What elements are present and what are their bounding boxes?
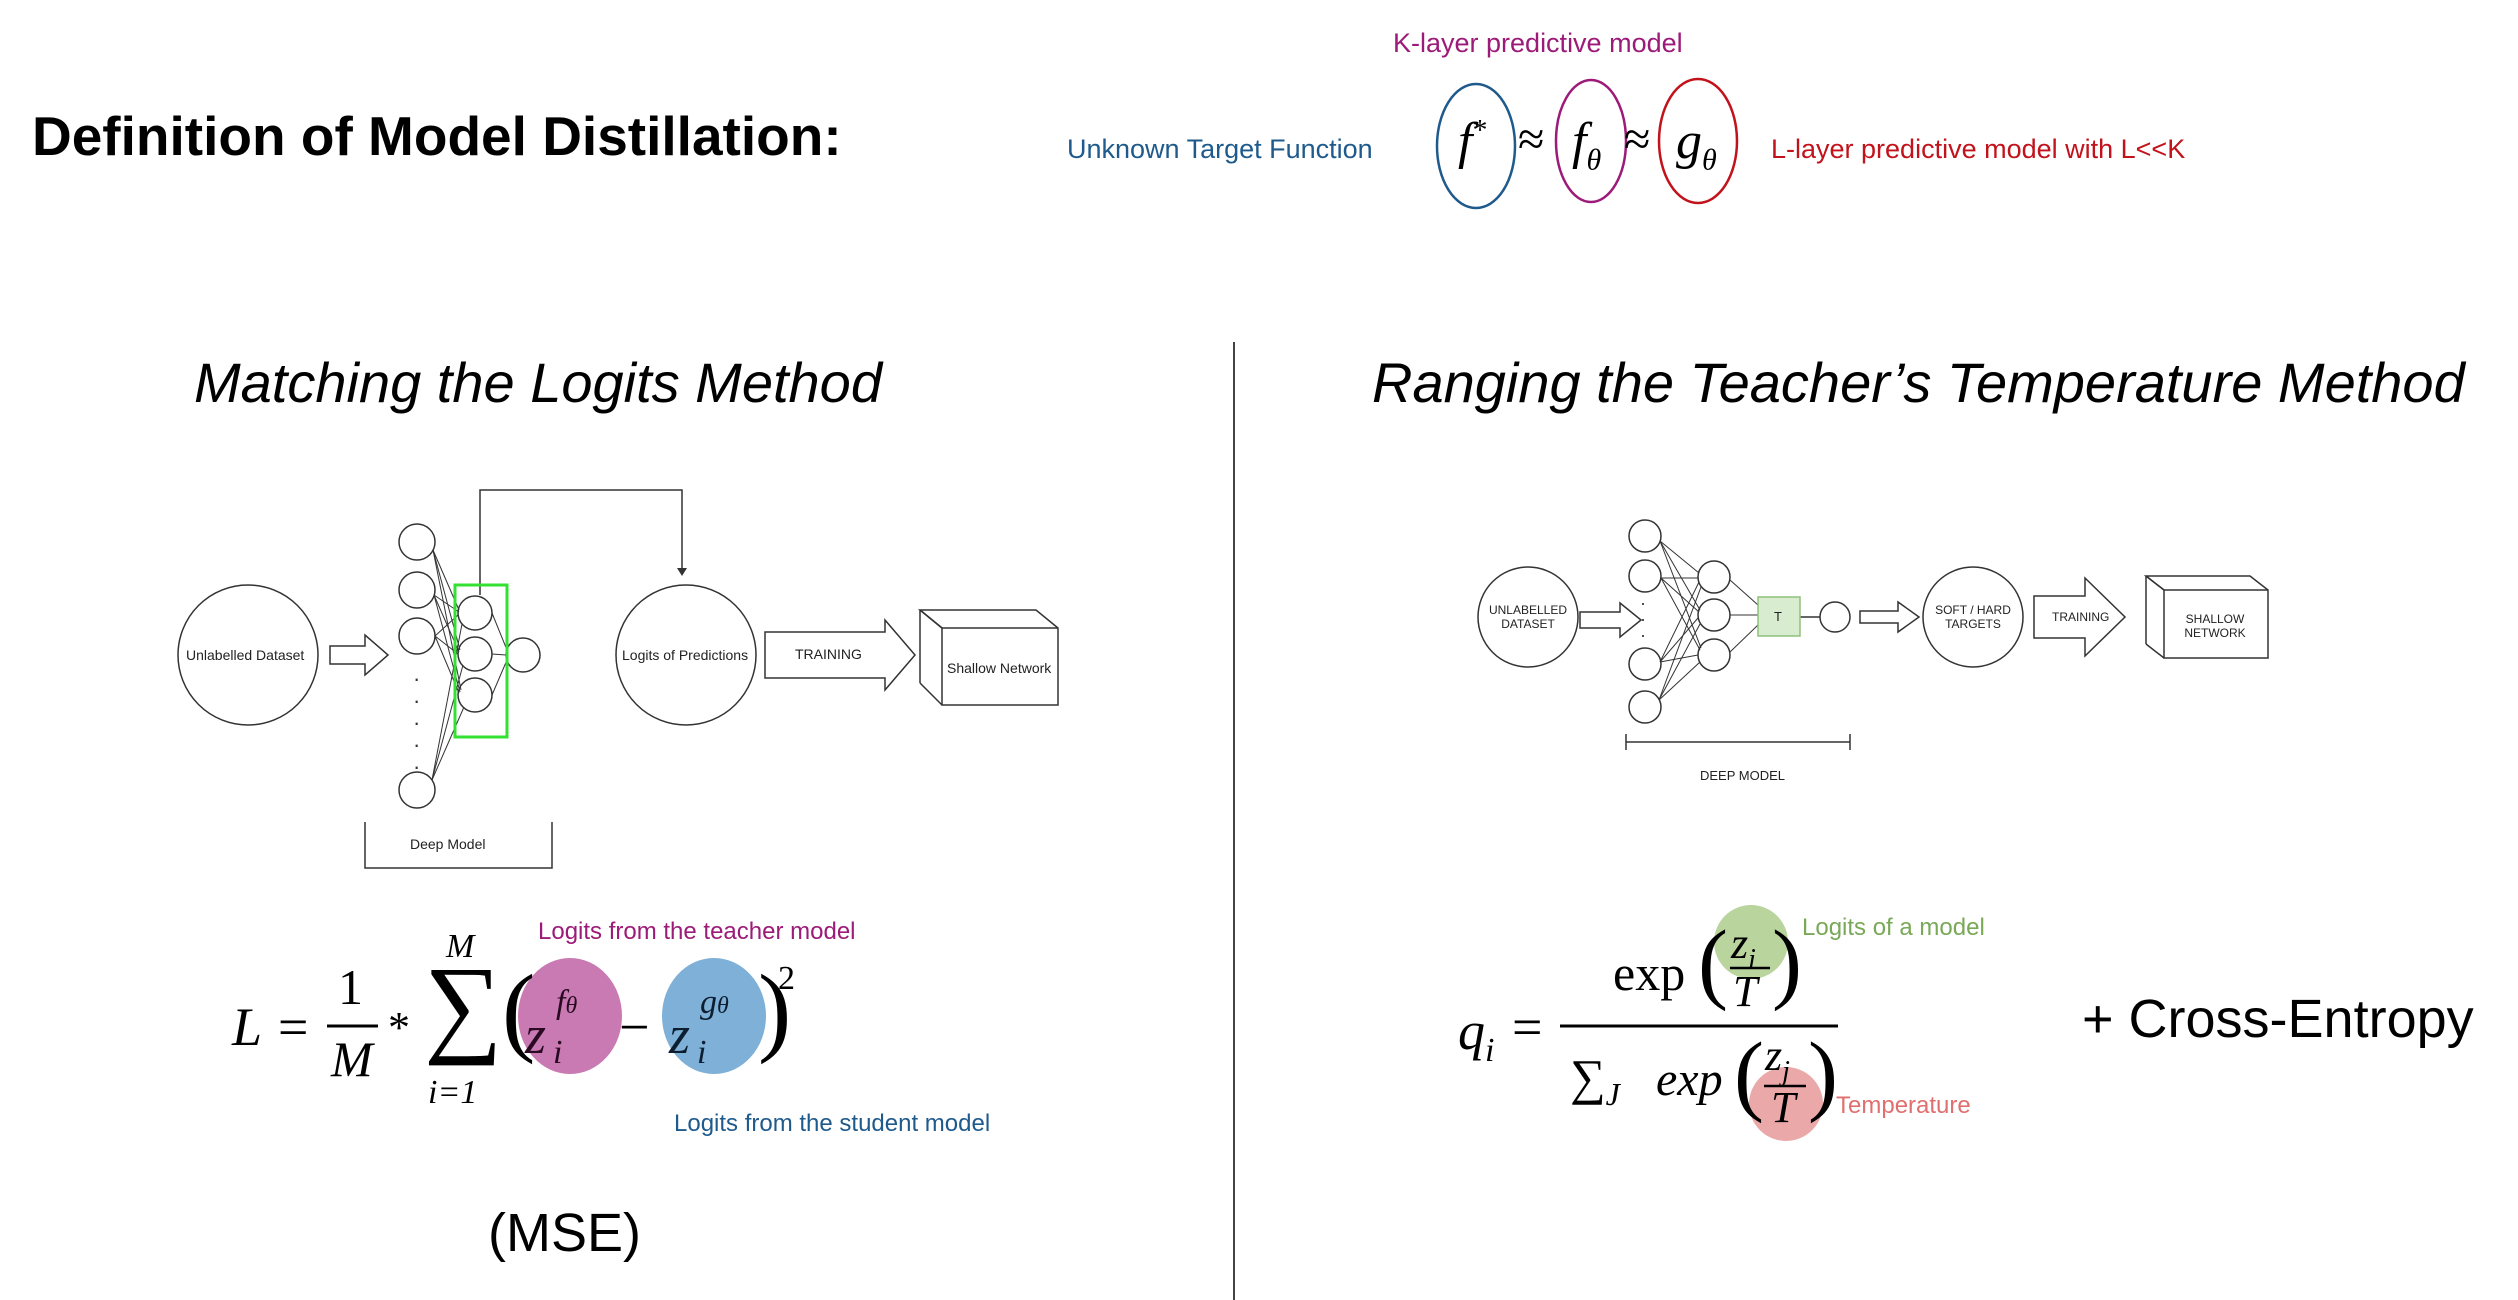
left-paren-open: ( [502, 954, 536, 1065]
teacher-logit-term: z [525, 1005, 547, 1065]
teacher-sup: fθ [556, 984, 578, 1021]
numerator-exp: exp [1613, 945, 1686, 1001]
teacher-sub: i [553, 1034, 563, 1071]
multiply-symbol: * [388, 1003, 410, 1052]
g-theta-symbol: gθ [1676, 113, 1717, 177]
sigma-symbol: ∑ [424, 944, 503, 1066]
deep-model-caption: DEEP MODEL [1700, 768, 1786, 783]
column-divider [1233, 342, 1235, 1300]
mse-label: (MSE) [488, 1203, 641, 1263]
student-annotation: Logits from the student model [674, 1110, 991, 1137]
left-unlabelled-dataset-label: Unlabelled Dataset [186, 647, 305, 663]
sum-upper-limit: M [446, 928, 475, 965]
logits-of-predictions-label: Logits of Predictions [622, 647, 749, 663]
q-equals: = [1512, 997, 1543, 1057]
numerator-T: T [1733, 967, 1758, 1016]
denominator-exp: exp [1656, 1053, 1723, 1106]
q-symbol: qi [1458, 1001, 1495, 1069]
right-ellipsis-dots: · · · [1640, 593, 1646, 645]
page-title: Definition of Model Distillation: [32, 105, 842, 167]
logits-of-model-annotation: Logits of a model [1802, 914, 1985, 941]
left-shallow-network-label: Shallow Network [947, 660, 1052, 676]
minus-symbol: − [619, 997, 650, 1057]
student-sub: i [697, 1034, 707, 1071]
teacher-annotation: Logits from the teacher model [538, 918, 856, 945]
z-i-term: zi [1731, 919, 1756, 975]
deep-model-label: Deep Model [410, 836, 486, 852]
fraction-denominator: M [331, 1031, 373, 1087]
soft-hard-targets-label: SOFT / HARD TARGETS [1935, 603, 2011, 631]
temperature-annotation: Temperature [1836, 1092, 1971, 1119]
cross-entropy-label: + Cross-Entropy [2082, 989, 2474, 1049]
denominator-T: T [1771, 1083, 1796, 1132]
den-paren-open: ( [1734, 1025, 1764, 1124]
square-exponent: 2 [778, 960, 795, 997]
k-layer-label: K-layer predictive model [1393, 28, 1683, 58]
f-star-symbol: f* [1458, 113, 1488, 170]
left-ellipsis-dots: · · · · · [413, 666, 421, 779]
right-shallow-network-label: SHALLOW NETWORK [2184, 612, 2246, 640]
unknown-target-label: Unknown Target Function [1067, 134, 1373, 164]
f-theta-symbol: fθ [1572, 113, 1602, 177]
approx-symbol-2: ≈ [1624, 113, 1651, 166]
denominator-sum: ∑J [1570, 1049, 1620, 1112]
student-sup: gθ [700, 984, 729, 1021]
num-paren-open: ( [1698, 913, 1728, 1012]
right-section-heading: Ranging the Teacher’s Temperature Method [1372, 351, 2465, 414]
approx-symbol-1: ≈ [1518, 113, 1545, 166]
z-j-term: zj [1765, 1031, 1790, 1087]
den-paren-close: ) [1808, 1025, 1838, 1124]
sum-lower-limit: i=1 [428, 1074, 478, 1111]
student-logit-term: z [669, 1005, 691, 1065]
left-section-heading: Matching the Logits Method [194, 351, 882, 414]
num-paren-close: ) [1772, 913, 1802, 1012]
right-unlabelled-dataset-label: UNLABELLED DATASET [1488, 603, 1568, 631]
fraction-numerator: 1 [338, 959, 363, 1015]
right-training-label: TRAINING [2052, 610, 2110, 624]
temperature-box-label: T [1774, 609, 1782, 624]
left-paren-close: ) [758, 954, 792, 1065]
l-layer-label: L-layer predictive model with L<<K [1771, 134, 2186, 164]
left-training-label: TRAINING [795, 646, 862, 662]
loss-lhs: L = [232, 997, 311, 1057]
